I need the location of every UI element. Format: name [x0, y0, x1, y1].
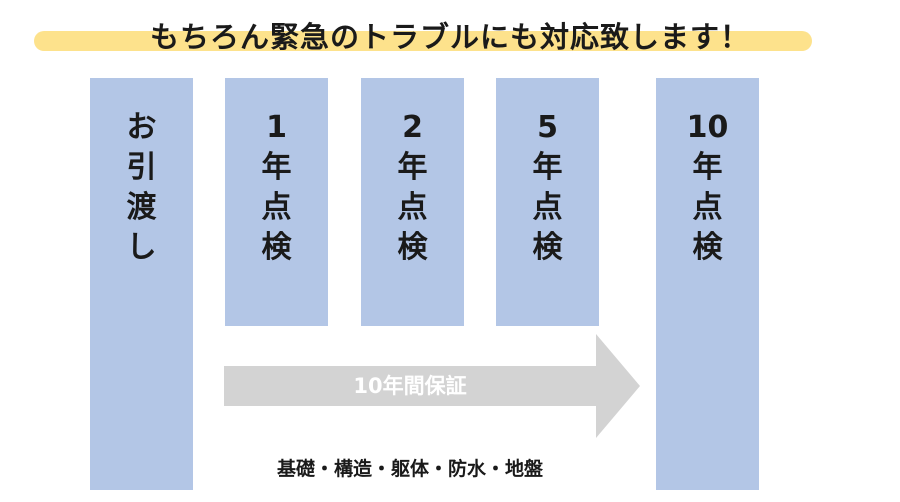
- column-label-glyph: 検: [692, 230, 723, 265]
- column-label-glyph: 点: [261, 190, 292, 225]
- column-label-glyph: 検: [532, 230, 563, 265]
- column-label: 1 年点検: [262, 108, 292, 268]
- column-label-glyph: 年: [692, 150, 723, 185]
- column-label-glyph: お: [126, 110, 157, 145]
- warranty-label: 10年間保証: [353, 374, 467, 398]
- column-label: 2 年点検: [398, 108, 428, 268]
- warranty-arrow: [224, 334, 640, 438]
- headline: もちろん緊急のトラブルにも対応致します！: [149, 20, 750, 54]
- column-label-glyph: 10: [686, 110, 729, 145]
- column-label-glyph: 検: [397, 230, 428, 265]
- column-label-glyph: 1: [266, 110, 287, 145]
- column-label-glyph: 点: [532, 190, 563, 225]
- column-label-glyph: し: [126, 230, 157, 265]
- column-label-glyph: 年: [532, 150, 563, 185]
- column-label-glyph: 検: [261, 230, 292, 265]
- column-label-glyph: 渡: [126, 190, 157, 225]
- column-label-glyph: 点: [692, 190, 723, 225]
- column-label-glyph: 年: [397, 150, 428, 185]
- column-label-glyph: 年: [261, 150, 292, 185]
- column-label: 10 年点検: [687, 108, 729, 268]
- column-label-glyph: 5: [537, 110, 558, 145]
- column-check-1: 1 年点検: [225, 78, 328, 326]
- coverage-text: 基礎・構造・躯体・防水・地盤: [276, 458, 543, 480]
- column-handover: お引渡し: [90, 78, 193, 490]
- column-label-glyph: 点: [397, 190, 428, 225]
- column-label-glyph: 引: [126, 150, 157, 185]
- column-check-10: 10 年点検: [656, 78, 759, 490]
- column-label: 5 年点検: [533, 108, 563, 268]
- column-label-glyph: 2: [402, 110, 423, 145]
- column-check-5: 5 年点検: [496, 78, 599, 326]
- column-label: お引渡し: [127, 108, 157, 268]
- column-check-2: 2 年点検: [361, 78, 464, 326]
- headline-highlight: [34, 31, 812, 51]
